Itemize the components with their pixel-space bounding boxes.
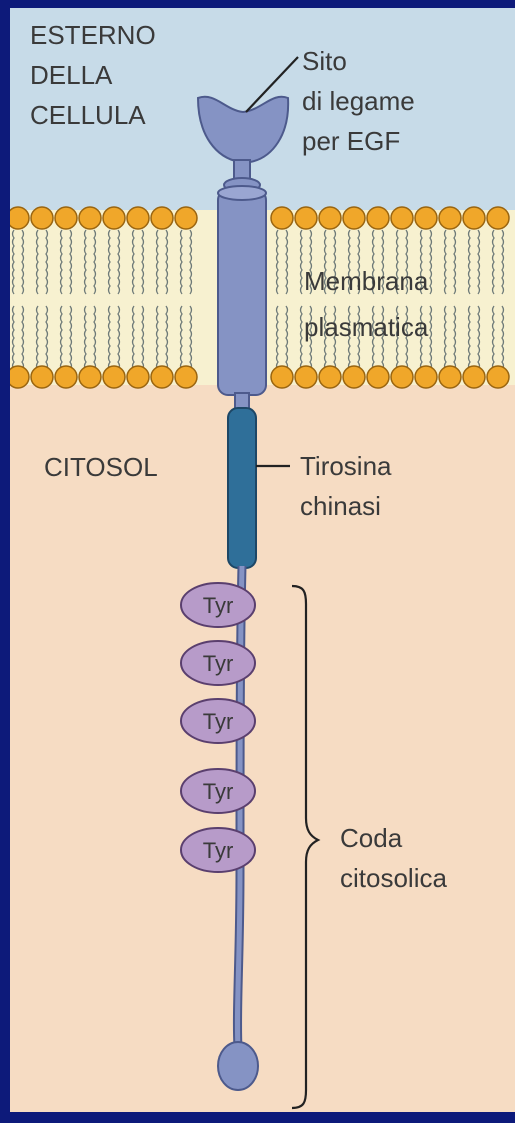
lipid-head: [7, 207, 29, 229]
lipid-head: [415, 366, 437, 388]
cytosol-region: [10, 385, 515, 1115]
lipid-head: [319, 366, 341, 388]
lipid-head: [319, 207, 341, 229]
lipid-head: [79, 207, 101, 229]
lipid-head: [103, 207, 125, 229]
tyr-residue: Tyr: [181, 641, 255, 685]
lipid-head: [343, 207, 365, 229]
lipid-head: [343, 366, 365, 388]
lipid-head: [103, 366, 125, 388]
lipid-head: [151, 207, 173, 229]
lipid-head: [55, 366, 77, 388]
svg-text:Tyr: Tyr: [203, 779, 234, 804]
lipid-head: [391, 207, 413, 229]
svg-text:Tyr: Tyr: [203, 709, 234, 734]
lipid-head: [271, 366, 293, 388]
lipid-head: [175, 366, 197, 388]
svg-text:Tyr: Tyr: [203, 651, 234, 676]
lipid-head: [439, 207, 461, 229]
lipid-head: [463, 207, 485, 229]
lipid-head: [55, 207, 77, 229]
lipid-head: [415, 207, 437, 229]
lipid-head: [79, 366, 101, 388]
transmembrane-segment: [218, 190, 266, 395]
tyrosine-kinase-domain: [228, 408, 256, 568]
lipid-head: [487, 366, 509, 388]
lipid-head: [151, 366, 173, 388]
lipid-head: [367, 207, 389, 229]
svg-text:Tyr: Tyr: [203, 838, 234, 863]
lipid-head: [175, 207, 197, 229]
lipid-head: [367, 366, 389, 388]
tyr-residue: Tyr: [181, 769, 255, 813]
lipid-head: [7, 366, 29, 388]
lipid-head: [463, 366, 485, 388]
lipid-head: [31, 207, 53, 229]
lipid-head: [271, 207, 293, 229]
lipid-head: [295, 207, 317, 229]
lipid-head: [127, 366, 149, 388]
tail-end-bulb: [218, 1042, 258, 1090]
lipid-head: [31, 366, 53, 388]
cytosol-label: CITOSOL: [44, 452, 158, 482]
lipid-head: [391, 366, 413, 388]
lipid-head: [439, 366, 461, 388]
tyr-residue: Tyr: [181, 828, 255, 872]
lipid-head: [487, 207, 509, 229]
tyr-residue: Tyr: [181, 699, 255, 743]
tyr-residue: Tyr: [181, 583, 255, 627]
svg-text:Tyr: Tyr: [203, 593, 234, 618]
lipid-head: [295, 366, 317, 388]
transmembrane-top: [218, 186, 266, 200]
lipid-head: [127, 207, 149, 229]
